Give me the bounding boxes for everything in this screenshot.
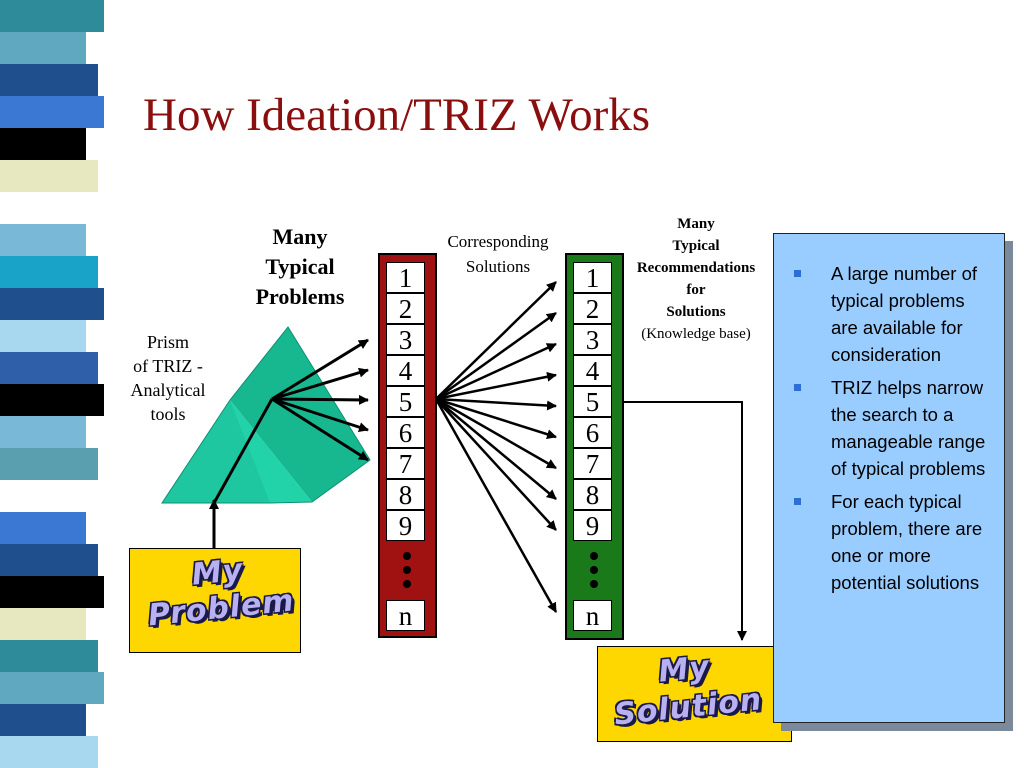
problem-item-9: 9 bbox=[386, 510, 425, 541]
problem-item-4: 4 bbox=[386, 355, 425, 386]
prism-to-problem-arrow bbox=[271, 397, 369, 462]
problem-to-solution-arrow bbox=[435, 398, 557, 500]
stripe-block bbox=[0, 0, 104, 32]
corresponding-solutions-label: Corresponding Solutions bbox=[447, 232, 549, 276]
stripe-block bbox=[0, 576, 104, 608]
stripe-block bbox=[0, 256, 98, 288]
problem-to-solution-arrow bbox=[435, 281, 557, 400]
ellipsis-dot bbox=[403, 580, 411, 588]
decorative-stripe bbox=[0, 0, 118, 768]
recommendations-label: Many Typical Recommendations for Solutio… bbox=[636, 216, 756, 342]
solution-item-5: 5 bbox=[573, 386, 612, 417]
stripe-block bbox=[0, 608, 86, 640]
ellipsis-dot bbox=[403, 552, 411, 560]
square-bullet-icon bbox=[794, 270, 801, 277]
stripe-block bbox=[0, 352, 98, 384]
my-solution-text: My Solution bbox=[612, 649, 764, 733]
my-solution-box: My Solution bbox=[597, 646, 792, 742]
stripe-block bbox=[0, 128, 86, 160]
problem-item-5: 5 bbox=[386, 386, 425, 417]
ellipsis-dot bbox=[590, 580, 598, 588]
prism-fan-arrows bbox=[271, 338, 369, 462]
solution-item-7: 7 bbox=[573, 448, 612, 479]
problem-to-solution-arrow bbox=[435, 397, 557, 470]
solution-item-n: n bbox=[573, 600, 612, 631]
stripe-block bbox=[0, 384, 104, 416]
bullet-list: A large number of typical problems are a… bbox=[774, 234, 1004, 596]
stripe-block bbox=[0, 416, 86, 448]
ellipsis-dot bbox=[403, 566, 411, 574]
problem-item-n: n bbox=[386, 600, 425, 631]
stripe-block bbox=[0, 640, 98, 672]
stripe-block bbox=[0, 672, 104, 704]
problem-to-solution-arrow bbox=[435, 397, 557, 440]
solution-item-8: 8 bbox=[573, 479, 612, 510]
stripe-block bbox=[0, 224, 86, 256]
prism-to-problem-arrow bbox=[271, 338, 369, 401]
bullet-item: TRIZ helps narrow the search to a manage… bbox=[774, 374, 994, 482]
prism-label: Prism of TRIZ - Analytical tools bbox=[130, 332, 206, 424]
problem-to-solution-arrow bbox=[435, 311, 557, 401]
stripe-block bbox=[0, 160, 98, 192]
problem-to-solution-arrow bbox=[434, 398, 558, 613]
solution-item-3: 3 bbox=[573, 324, 612, 355]
stripe-block bbox=[0, 320, 86, 352]
square-bullet-icon bbox=[794, 384, 801, 391]
problem-item-2: 2 bbox=[386, 293, 425, 324]
stripe-block bbox=[0, 96, 104, 128]
problem-item-7: 7 bbox=[386, 448, 425, 479]
ellipsis-dot bbox=[590, 566, 598, 574]
stripe-block bbox=[0, 480, 104, 512]
prism-to-problem-arrow bbox=[271, 367, 369, 401]
solution-item-6: 6 bbox=[573, 417, 612, 448]
stripe-block bbox=[0, 512, 86, 544]
problem-item-3: 3 bbox=[386, 324, 425, 355]
problem-to-solution-arrow bbox=[435, 371, 557, 401]
prism-shape bbox=[161, 326, 371, 504]
problem-to-solution-arrow bbox=[435, 397, 557, 411]
problem-to-prism-arrow bbox=[209, 398, 274, 550]
info-panel: A large number of typical problems are a… bbox=[773, 233, 1005, 723]
stripe-block bbox=[0, 192, 104, 224]
prism-to-problem-arrow bbox=[271, 394, 369, 405]
page-title: How Ideation/TRIZ Works bbox=[143, 89, 651, 141]
bullet-item: A large number of typical problems are a… bbox=[774, 260, 994, 368]
solution-connector-arrow bbox=[622, 401, 747, 641]
problem-to-solution-arrow bbox=[435, 398, 557, 531]
solution-fan-arrows bbox=[434, 281, 558, 613]
many-typical-problems-label: Many Typical Problems bbox=[255, 224, 345, 309]
problem-item-8: 8 bbox=[386, 479, 425, 510]
prism-to-problem-arrow bbox=[271, 397, 369, 432]
stripe-block bbox=[0, 64, 98, 96]
stripe-block bbox=[0, 448, 98, 480]
problem-to-solution-arrow bbox=[435, 342, 557, 401]
stripe-block bbox=[0, 736, 98, 768]
problem-item-6: 6 bbox=[386, 417, 425, 448]
problem-item-1: 1 bbox=[386, 262, 425, 293]
solution-item-2: 2 bbox=[573, 293, 612, 324]
ellipsis-dot bbox=[590, 552, 598, 560]
solution-item-1: 1 bbox=[573, 262, 612, 293]
stripe-block bbox=[0, 704, 86, 736]
my-problem-text: My Problem bbox=[146, 552, 297, 634]
stripe-block bbox=[0, 544, 98, 576]
stripe-block bbox=[0, 288, 104, 320]
stripe-block bbox=[0, 32, 86, 64]
solution-item-9: 9 bbox=[573, 510, 612, 541]
solution-item-4: 4 bbox=[573, 355, 612, 386]
square-bullet-icon bbox=[794, 498, 801, 505]
my-problem-box: My Problem bbox=[129, 548, 301, 653]
bullet-item: For each typical problem, there are one … bbox=[774, 488, 994, 596]
